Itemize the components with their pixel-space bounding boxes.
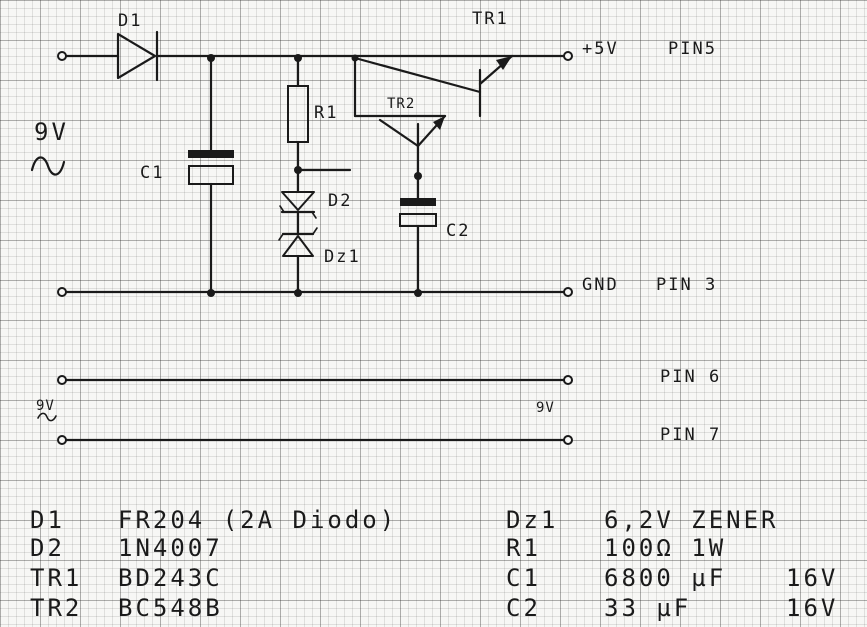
junction-dot xyxy=(294,289,302,297)
part-ref: TR2 xyxy=(30,594,82,622)
label-input2-voltage: 9V xyxy=(36,398,55,414)
part-rating: 16V xyxy=(786,564,838,592)
part-ref: D2 xyxy=(30,534,65,562)
part-ref: C2 xyxy=(506,594,541,622)
label-input-voltage: 9V xyxy=(34,118,69,146)
parts-list: D1 FR204 (2A Diodo) D2 1N4007 TR1 BD243C… xyxy=(30,506,838,622)
label-r1: R1 xyxy=(314,103,338,123)
label-d2: D2 xyxy=(328,191,352,211)
pin6-out-terminal xyxy=(563,375,573,385)
part-value: 33 µF xyxy=(604,594,691,622)
junction-dot xyxy=(414,172,422,180)
label-c2: C2 xyxy=(446,221,470,241)
label-tr1: TR1 xyxy=(472,9,509,29)
label-c1: C1 xyxy=(140,163,164,183)
ground-terminal xyxy=(563,287,573,297)
label-output-9v: 9V xyxy=(536,400,555,416)
part-ref: R1 xyxy=(506,534,541,562)
label-output-5v: +5V xyxy=(582,39,619,59)
part-value: BC548B xyxy=(118,594,223,622)
label-pin5: PIN5 xyxy=(668,39,717,59)
label-d1: D1 xyxy=(118,11,142,31)
part-rating: 16V xyxy=(786,594,838,622)
zener-dz1-symbol xyxy=(278,210,318,295)
part-value: 1N4007 xyxy=(118,534,223,562)
output-5v-terminal xyxy=(563,51,573,61)
part-value: 100Ω 1W xyxy=(604,534,726,562)
capacitor-c1-symbol xyxy=(188,56,234,295)
transistor-tr2-symbol xyxy=(378,114,447,200)
label-pin7: PIN 7 xyxy=(660,425,721,445)
part-value: FR204 (2A Diodo) xyxy=(118,506,397,534)
part-value: 6,2V ZENER xyxy=(604,506,779,534)
part-value: BD243C xyxy=(118,564,223,592)
label-tr2: TR2 xyxy=(387,96,415,112)
label-gnd: GND xyxy=(582,275,619,295)
pin7-in-terminal xyxy=(57,435,67,445)
junction-dot xyxy=(207,289,215,297)
label-pin6: PIN 6 xyxy=(660,367,721,387)
part-value: 6800 µF xyxy=(604,564,726,592)
junction-dot xyxy=(414,289,422,297)
input-terminal-bottom xyxy=(57,287,67,297)
ac-symbol-icon xyxy=(37,412,57,422)
part-ref: TR1 xyxy=(30,564,82,592)
pin6-in-terminal xyxy=(57,375,67,385)
label-pin3: PIN 3 xyxy=(656,275,717,295)
capacitor-c2-symbol xyxy=(399,198,437,295)
part-ref: D1 xyxy=(30,506,65,534)
ac-symbol-icon xyxy=(30,156,66,176)
pin7-out-terminal xyxy=(563,435,573,445)
input-terminal-top xyxy=(57,51,114,61)
transistor-tr1-symbol xyxy=(353,54,514,118)
diode-d1-symbol xyxy=(110,30,159,82)
part-ref: C1 xyxy=(506,564,541,592)
part-ref: Dz1 xyxy=(506,506,558,534)
label-dz1: Dz1 xyxy=(324,247,361,267)
